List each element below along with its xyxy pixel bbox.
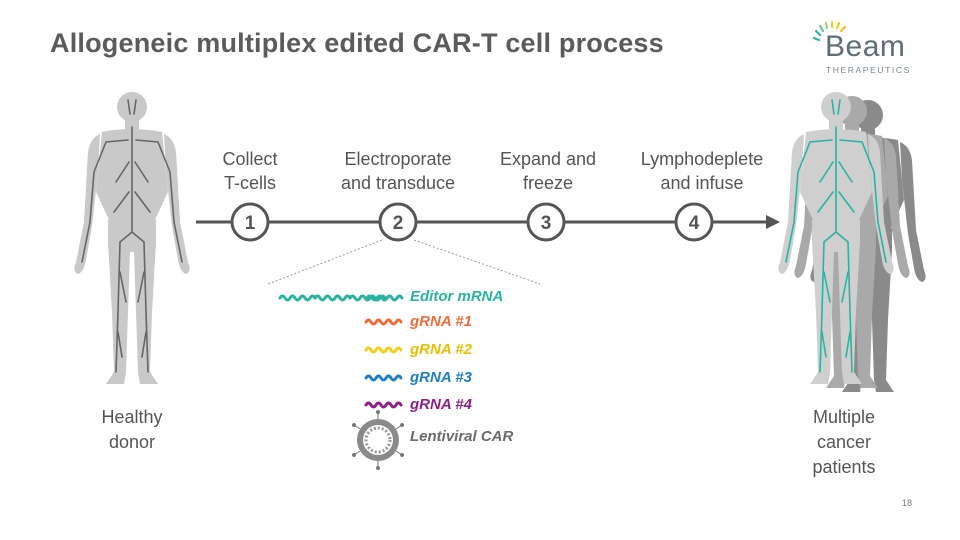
page-number: 18 bbox=[902, 498, 913, 508]
reagent-grna-2: gRNA #2 bbox=[410, 341, 472, 358]
step-circle-4: 4 bbox=[674, 202, 714, 242]
grna-2-icon bbox=[364, 346, 403, 354]
reagent-grna-3: gRNA #3 bbox=[410, 369, 472, 386]
step-circle-1: 1 bbox=[230, 202, 270, 242]
patients-label-line-1: Multiple bbox=[812, 407, 876, 427]
step-2-line-1: Electroporate bbox=[344, 149, 452, 169]
page-title: Allogeneic multiplex edited CAR-T cell p… bbox=[50, 28, 664, 58]
editor-mrna-icon bbox=[278, 294, 404, 302]
reagent-editor-mrna: Editor mRNA bbox=[410, 288, 504, 305]
step-number-3: 3 bbox=[541, 213, 552, 234]
logo-subtitle: THERAPEUTICS bbox=[826, 65, 911, 75]
step-circle-3: 3 bbox=[526, 202, 566, 242]
reagent-grna-1: gRNA #1 bbox=[410, 313, 472, 330]
step-1-line-2: T-cells bbox=[223, 173, 276, 193]
patients-label: Multiple cancer patients bbox=[784, 405, 904, 480]
step-3-line-1: Expand and bbox=[499, 149, 597, 169]
step-number-1: 1 bbox=[245, 213, 256, 234]
patients-figure bbox=[778, 92, 926, 392]
step-label-4: Lymphodeplete and infuse bbox=[622, 147, 782, 195]
step-number-2: 2 bbox=[393, 213, 404, 234]
zoom-line-right bbox=[413, 239, 541, 285]
patients-label-line-2: cancer bbox=[816, 432, 872, 452]
reagent-lentiviral-car: Lentiviral CAR bbox=[410, 428, 514, 445]
step-circle-2: 2 bbox=[378, 202, 418, 242]
step-label-1: Collect T-cells bbox=[170, 147, 330, 195]
lentivirus-icon bbox=[352, 410, 404, 470]
donor-label-line-2: donor bbox=[108, 432, 156, 452]
step-label-3: Expand and freeze bbox=[468, 147, 628, 195]
patients-label-line-3: patients bbox=[812, 457, 876, 477]
step-2-line-2: and transduce bbox=[340, 173, 456, 193]
step-number-4: 4 bbox=[689, 213, 700, 234]
zoom-line-left bbox=[267, 239, 383, 285]
step-label-2: Electroporate and transduce bbox=[318, 147, 478, 195]
logo-wordmark: Beam bbox=[825, 30, 906, 63]
grna-4-icon bbox=[364, 401, 403, 409]
step-4-line-2: and infuse bbox=[660, 173, 744, 193]
reagent-grna-4: gRNA #4 bbox=[410, 396, 472, 413]
grna-1-icon bbox=[364, 318, 403, 326]
timeline-arrowhead-icon bbox=[766, 215, 780, 229]
grna-3-icon bbox=[364, 374, 403, 382]
beam-logo-icon bbox=[812, 20, 847, 42]
step-3-line-2: freeze bbox=[522, 173, 574, 193]
step-1-line-1: Collect bbox=[222, 149, 278, 169]
donor-label: Healthy donor bbox=[72, 405, 192, 455]
healthy-donor-figure bbox=[74, 92, 190, 384]
donor-label-line-1: Healthy bbox=[101, 407, 163, 427]
step-4-line-1: Lymphodeplete bbox=[640, 149, 764, 169]
